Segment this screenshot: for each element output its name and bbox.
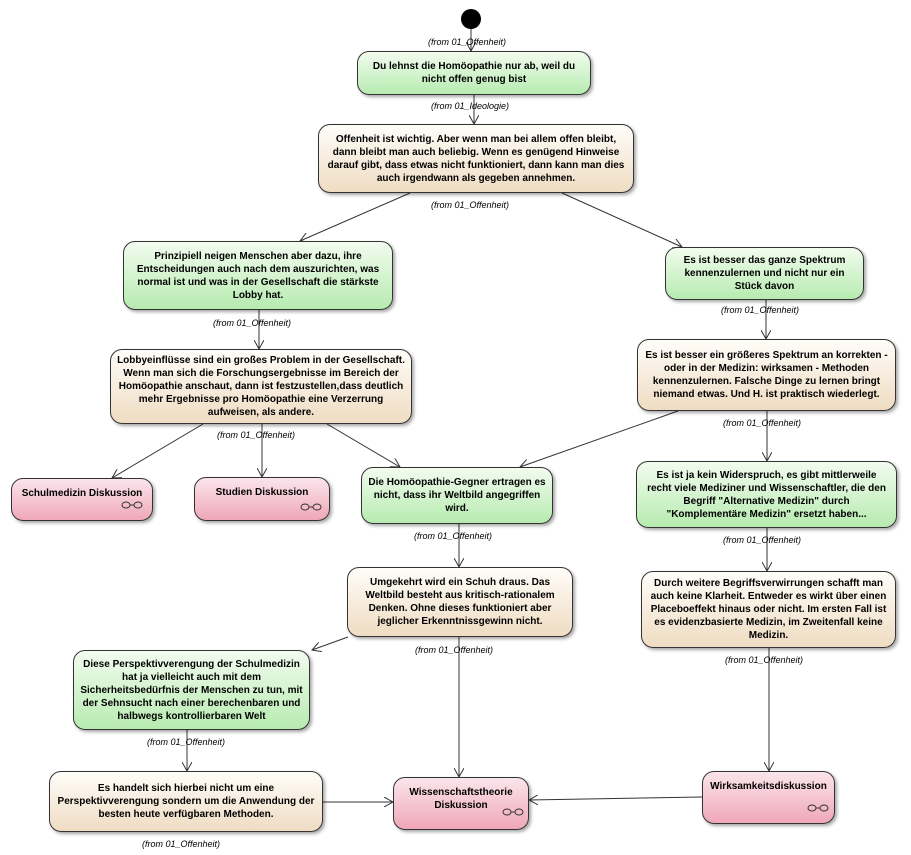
caption-n3: (from 01_Offenheit) (213, 318, 292, 328)
node-begriffsverwirrungen[interactable]: Durch weitere Begriffsverwirrungen schaf… (641, 571, 896, 648)
link-icon (807, 804, 829, 812)
node-lobbyeinfluesse[interactable]: Lobbyeinflüsse sind ein großes Problem i… (110, 349, 412, 424)
node-wissenschaftstheorie-diskussion[interactable]: Wissenschaftstheorie Diskussion (393, 777, 529, 830)
node-studien-diskussion[interactable]: Studien Diskussion (194, 477, 330, 521)
node-offen-genug[interactable]: Du lehnst die Homöopathie nur ab, weil d… (357, 51, 591, 95)
caption-n4: (from 01_Offenheit) (721, 305, 800, 315)
caption-n1: (from 01_Ideologie) (431, 101, 510, 111)
node-perspektivverengung[interactable]: Diese Perspektivverengung der Schulmediz… (73, 650, 310, 730)
node-kein-widerspruch[interactable]: Es ist ja kein Widerspruch, es gibt mitt… (636, 461, 897, 528)
node-beste-methoden[interactable]: Es handelt sich hierbei nicht um eine Pe… (49, 771, 323, 832)
node-ganzes-spektrum[interactable]: Es ist besser das ganze Spektrum kennenz… (665, 247, 864, 300)
edge-n2-n3 (300, 192, 411, 241)
caption-n10: (from 01_Offenheit) (723, 535, 802, 545)
caption-n6: (from 01_Offenheit) (723, 418, 802, 428)
caption-n12: (from 01_Offenheit) (725, 655, 804, 665)
node-prinzipiell-neigen[interactable]: Prinzipiell neigen Menschen aber dazu, i… (123, 241, 393, 310)
edge-n6-n9 (520, 410, 679, 467)
caption-n9: (from 01_Offenheit) (414, 531, 493, 541)
caption-n14: (from 01_Offenheit) (142, 839, 221, 849)
edge-n5-n9 (326, 423, 400, 467)
edge-n5-n7 (112, 423, 204, 478)
caption-start: (from 01_Offenheit) (428, 37, 507, 47)
initial-node (461, 9, 481, 29)
caption-n11: (from 01_Offenheit) (415, 645, 494, 655)
node-wirksamkeitsdiskussion[interactable]: Wirksamkeitsdiskussion (702, 771, 835, 824)
edge-n11-n13 (312, 636, 349, 650)
edge-n16-n15 (529, 797, 703, 800)
node-umgekehrt-schuh[interactable]: Umgekehrt wird ein Schuh draus. Das Welt… (347, 567, 573, 637)
edge-n2-n4 (561, 192, 682, 247)
caption-n5: (from 01_Offenheit) (217, 430, 296, 440)
caption-n2: (from 01_Offenheit) (431, 200, 510, 210)
link-icon (121, 501, 143, 509)
link-icon (300, 503, 322, 511)
node-homoeopathie-gegner[interactable]: Die Homöopathie-Gegner ertragen es nicht… (361, 467, 553, 524)
link-icon (502, 808, 524, 816)
caption-n13: (from 01_Offenheit) (147, 737, 226, 747)
node-schulmedizin-diskussion[interactable]: Schulmedizin Diskussion (11, 478, 153, 521)
node-groesseres-spektrum[interactable]: Es ist besser ein größeres Spektrum an k… (637, 339, 896, 411)
node-offenheit-wichtig[interactable]: Offenheit ist wichtig. Aber wenn man bei… (318, 124, 634, 193)
